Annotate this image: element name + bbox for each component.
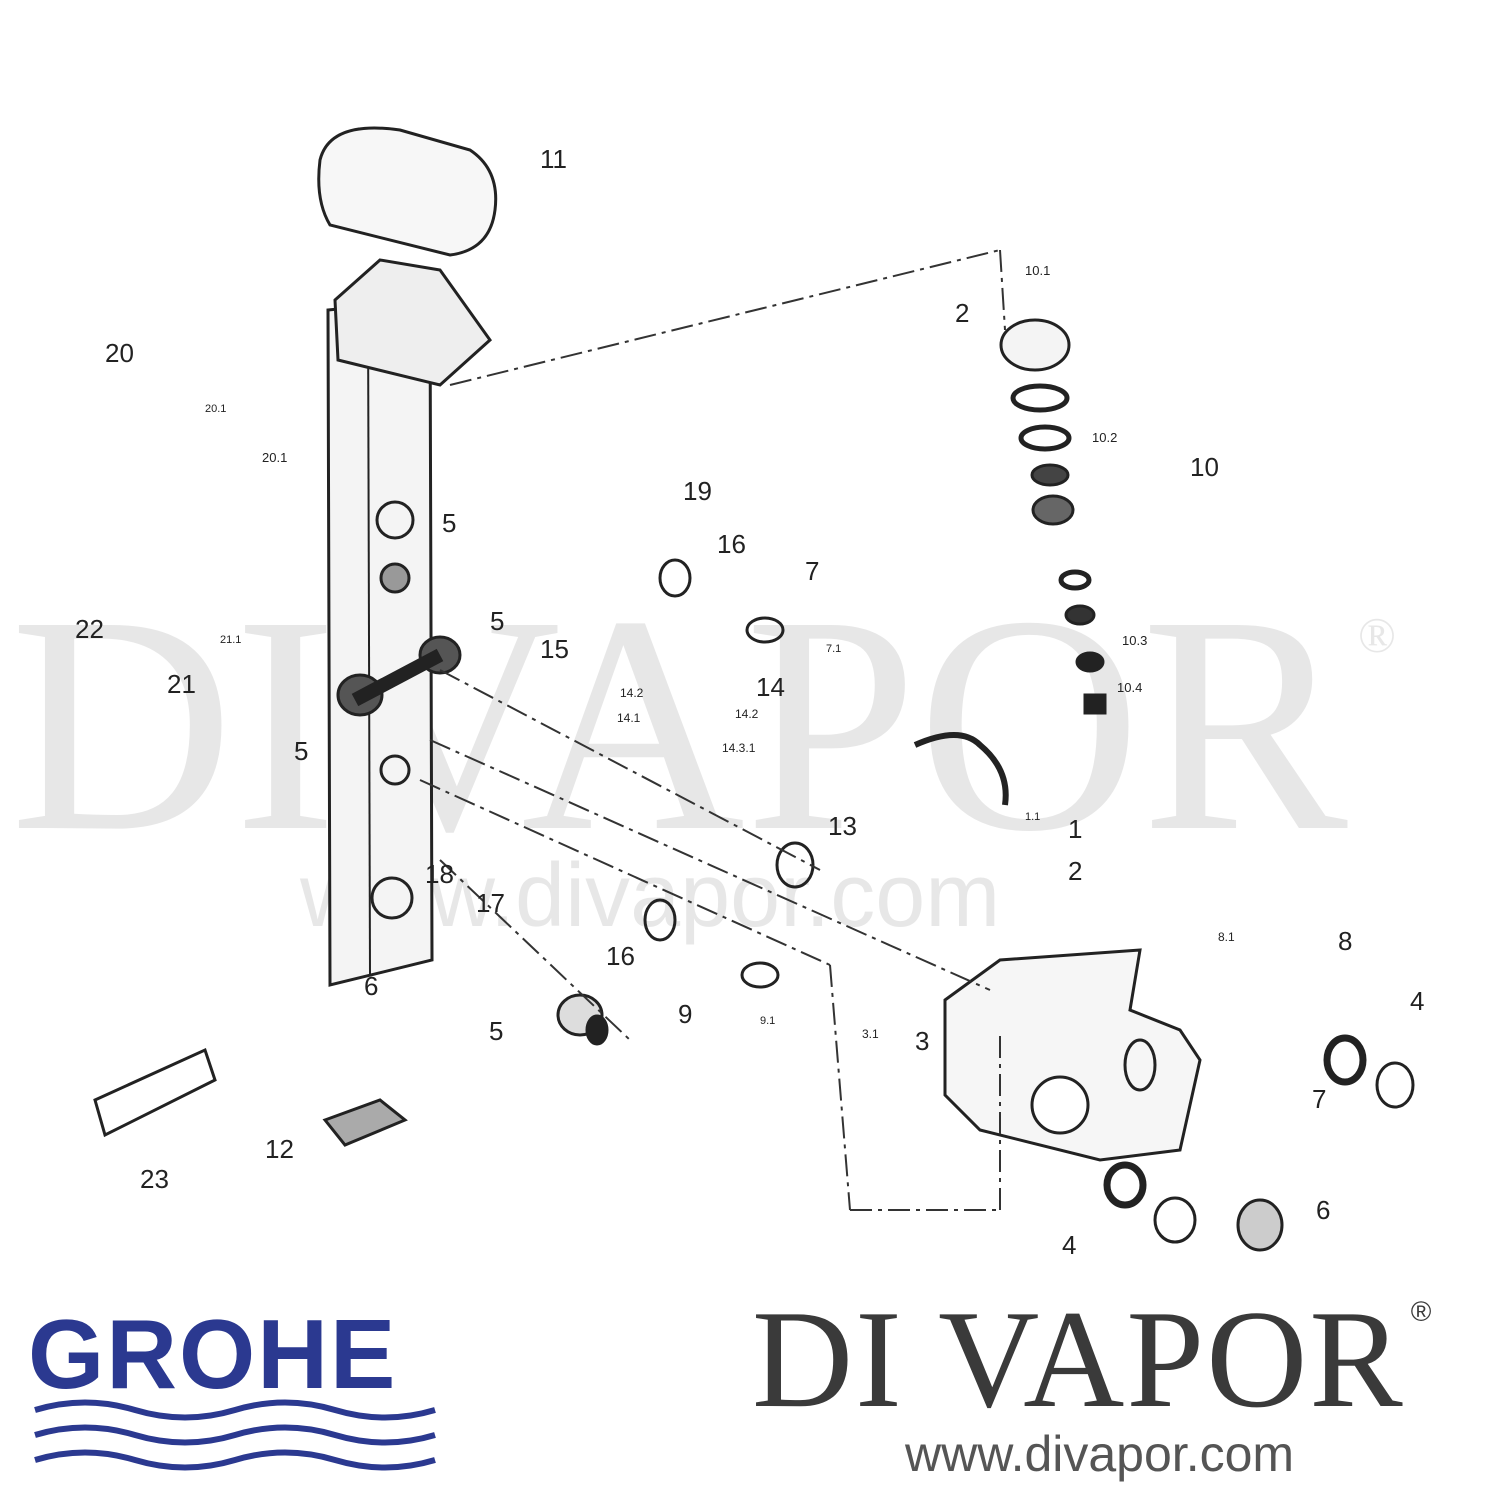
callout-label: 16 (717, 529, 746, 559)
callout-label: 20.1 (262, 450, 287, 465)
seal-ring (1103, 1161, 1147, 1209)
callout-label: 12 (265, 1134, 294, 1164)
callout-label: 4 (1062, 1230, 1076, 1260)
divapor-url: www.divapor.com (905, 1426, 1295, 1482)
divapor-logo: DI VAPOR (752, 1282, 1405, 1437)
parts (93, 126, 1415, 1252)
callout-label: 6 (364, 971, 378, 1001)
callout-label: 14.2 (620, 686, 644, 700)
callout-label: 2 (955, 298, 969, 328)
callout-label: 11 (540, 144, 567, 174)
callout-label: 5 (490, 606, 504, 636)
callout-label: 9 (678, 999, 692, 1029)
callout-label: 10.3 (1122, 633, 1147, 648)
callout-label: 21.1 (220, 634, 241, 646)
jet-nozzle (379, 562, 411, 594)
watermark-registered: ® (1357, 607, 1396, 663)
callout-label: 7 (1312, 1084, 1326, 1114)
bracket (93, 1047, 217, 1138)
callout-label: 10.4 (1117, 680, 1142, 695)
hand-shower (913, 732, 1009, 806)
callout-label: 20 (105, 338, 134, 368)
callout-label: 10.1 (1025, 263, 1050, 278)
callout-label: 14.2 (735, 707, 759, 721)
cover-cap (317, 126, 498, 257)
jet-nozzle (379, 754, 411, 786)
callout-label: 15 (540, 634, 569, 664)
seal-ring (1323, 1034, 1367, 1086)
foot-pad (322, 1098, 408, 1147)
callout-label: 3.1 (862, 1027, 879, 1041)
jet-nozzle (375, 500, 415, 540)
divapor-brand: DI VAPOR ® (752, 1290, 1431, 1430)
grohe-waves (34, 1399, 436, 1471)
watermark: DIVAPOR ® (10, 570, 1396, 880)
head-shower-top (333, 258, 492, 387)
callout-label: 5 (442, 508, 456, 538)
callout-label: 1.1 (1025, 811, 1040, 823)
thermostat-body (943, 948, 1202, 1162)
callout-label: 19 (683, 476, 712, 506)
callout-label: 4 (1410, 986, 1424, 1016)
callout-label: 18 (425, 859, 454, 889)
callout-label: 22 (75, 614, 104, 644)
callout-label: 7 (805, 556, 819, 586)
knob (1236, 1198, 1284, 1252)
divapor-registered: ® (1410, 1296, 1432, 1327)
watermark-text: DIVAPOR (10, 553, 1348, 896)
callout-label: 3 (915, 1026, 929, 1056)
callout-label: 5 (294, 736, 308, 766)
callout-label: 14.3.1 (722, 741, 756, 755)
callout-label: 10.2 (1092, 430, 1117, 445)
callout-label: 13 (828, 811, 857, 841)
callout-label: 21 (167, 669, 196, 699)
callout-label: 17 (476, 888, 505, 918)
callout-label: 7.1 (826, 643, 841, 655)
callout-label: 14 (756, 672, 785, 702)
callout-label: 14.1 (617, 711, 641, 725)
callout-label: 23 (140, 1164, 169, 1194)
axis-lines (419, 249, 1006, 1211)
grohe-logo: GROHE (28, 1299, 398, 1409)
callout-label: 5 (489, 1016, 503, 1046)
callout-label: 6 (1316, 1195, 1330, 1225)
callout-label: 1 (1068, 814, 1082, 844)
callout-label: 8.1 (1218, 930, 1235, 944)
callout-label: 10 (1190, 452, 1219, 482)
jet-nozzle (370, 876, 414, 920)
shower-head (999, 318, 1071, 372)
callout-labels: 1110.1210.21010.310.42020.120.15191677.1… (75, 144, 1424, 1260)
callout-label: 8 (1338, 926, 1352, 956)
callout-label: 9.1 (760, 1015, 775, 1027)
callout-label: 16 (606, 941, 635, 971)
callout-label: 2 (1068, 856, 1082, 886)
callout-label: 20.1 (205, 403, 226, 415)
